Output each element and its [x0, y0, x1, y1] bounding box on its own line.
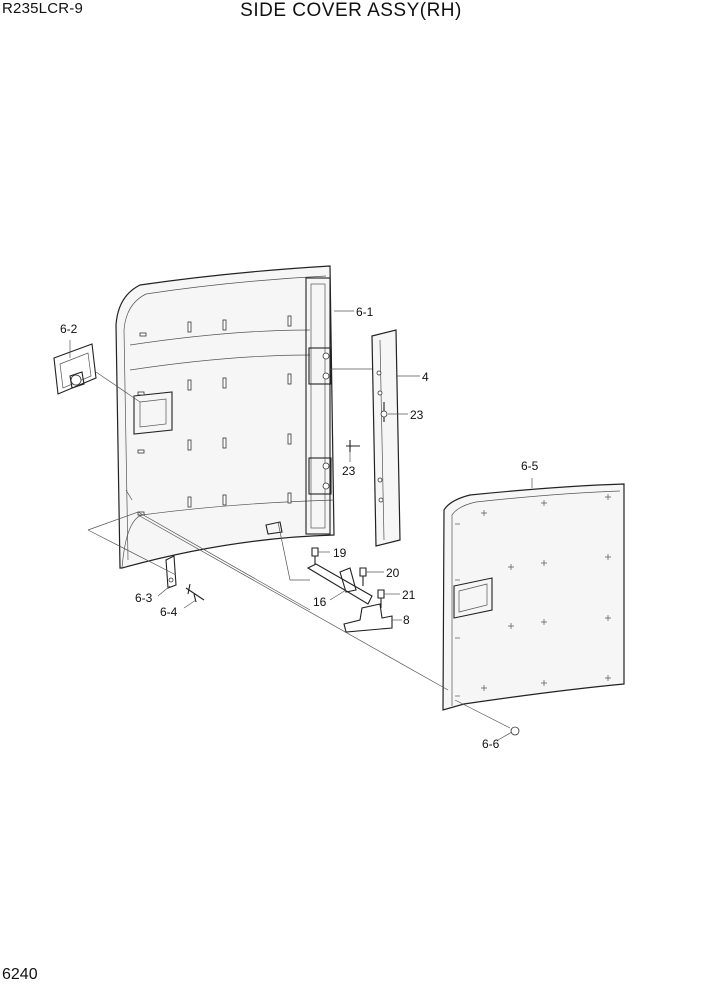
bracket-8	[343, 603, 393, 633]
bolt-23-lower	[346, 440, 360, 452]
leader-lines	[69, 310, 533, 741]
callout-6-2: 6-2	[60, 322, 78, 336]
model-code: R235LCR-9	[2, 0, 84, 17]
latch-part	[53, 343, 97, 395]
callout-20: 20	[386, 566, 400, 580]
stud-6-6	[510, 726, 520, 736]
callout-6-3: 6-3	[135, 591, 153, 605]
bolt-20	[359, 567, 367, 586]
callout-19: 19	[333, 546, 347, 560]
callout-23-lower: 23	[342, 464, 356, 478]
page-title: SIDE COVER ASSY(RH)	[240, 0, 462, 21]
side-cover-panel	[442, 483, 625, 711]
callout-8: 8	[403, 613, 410, 627]
bolt-21	[377, 589, 385, 608]
bolt-23-upper	[380, 402, 388, 422]
page-number: 6240	[2, 966, 38, 983]
callout-6-5: 6-5	[521, 459, 539, 473]
callout-4: 4	[422, 370, 429, 384]
bracket-6-3	[165, 555, 177, 589]
callout-21: 21	[402, 588, 416, 602]
callout-23-upper: 23	[410, 408, 424, 422]
bolt-19	[311, 547, 319, 564]
strip-part	[371, 329, 401, 547]
door-panel-assembly	[115, 265, 335, 569]
callout-6-6: 6-6	[482, 737, 500, 751]
callout-16: 16	[313, 595, 327, 609]
link-arm-16	[306, 563, 373, 605]
callout-6-4: 6-4	[160, 605, 178, 619]
callout-6-1: 6-1	[356, 305, 374, 319]
bolt-6-4	[185, 583, 205, 603]
